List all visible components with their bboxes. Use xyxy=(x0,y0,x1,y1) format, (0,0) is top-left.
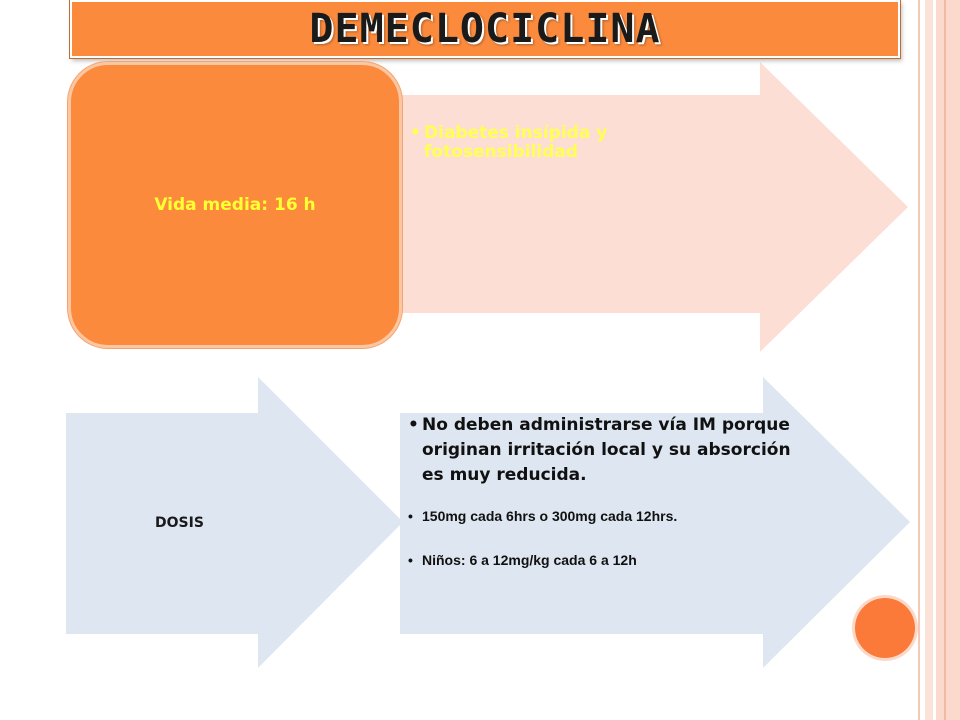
bullet-icon: • xyxy=(408,415,419,435)
decorative-stripe xyxy=(918,0,920,720)
dosis-list: • No deben administrarse vía IM porque o… xyxy=(408,413,798,596)
page-title: DEMECLOCICLINA xyxy=(309,6,661,52)
decorative-stripe xyxy=(925,0,933,720)
bullet-text: Diabetes insípida y fotosensibilidad xyxy=(424,123,608,162)
bullet-icon: • xyxy=(408,508,413,524)
dosis-label: DOSIS xyxy=(155,515,204,531)
list-item: • Niños: 6 a 12mg/kg cada 6 a 12h xyxy=(408,552,798,568)
decorative-stripe xyxy=(936,0,960,720)
bullet-icon: • xyxy=(410,123,421,143)
list-item: • No deben administrarse vía IM porque o… xyxy=(408,413,798,488)
list-item: • 150mg cada 6hrs o 300mg cada 12hrs. xyxy=(408,508,798,524)
bullet-text: 150mg cada 6hrs o 300mg cada 12hrs. xyxy=(422,508,678,524)
bullet-text: Niños: 6 a 12mg/kg cada 6 a 12h xyxy=(422,552,637,568)
vida-media-label: Vida media: 16 h xyxy=(154,195,316,215)
list-item: • Diabetes insípida y fotosensibilidad xyxy=(410,124,690,162)
title-banner: DEMECLOCICLINA xyxy=(70,0,900,58)
bullet-text: No deben administrarse vía IM porque ori… xyxy=(422,415,791,485)
decorative-stripe xyxy=(944,0,946,720)
decorative-circle xyxy=(855,598,915,658)
vida-media-box: Vida media: 16 h xyxy=(68,62,402,348)
bullet-icon: • xyxy=(408,552,413,568)
